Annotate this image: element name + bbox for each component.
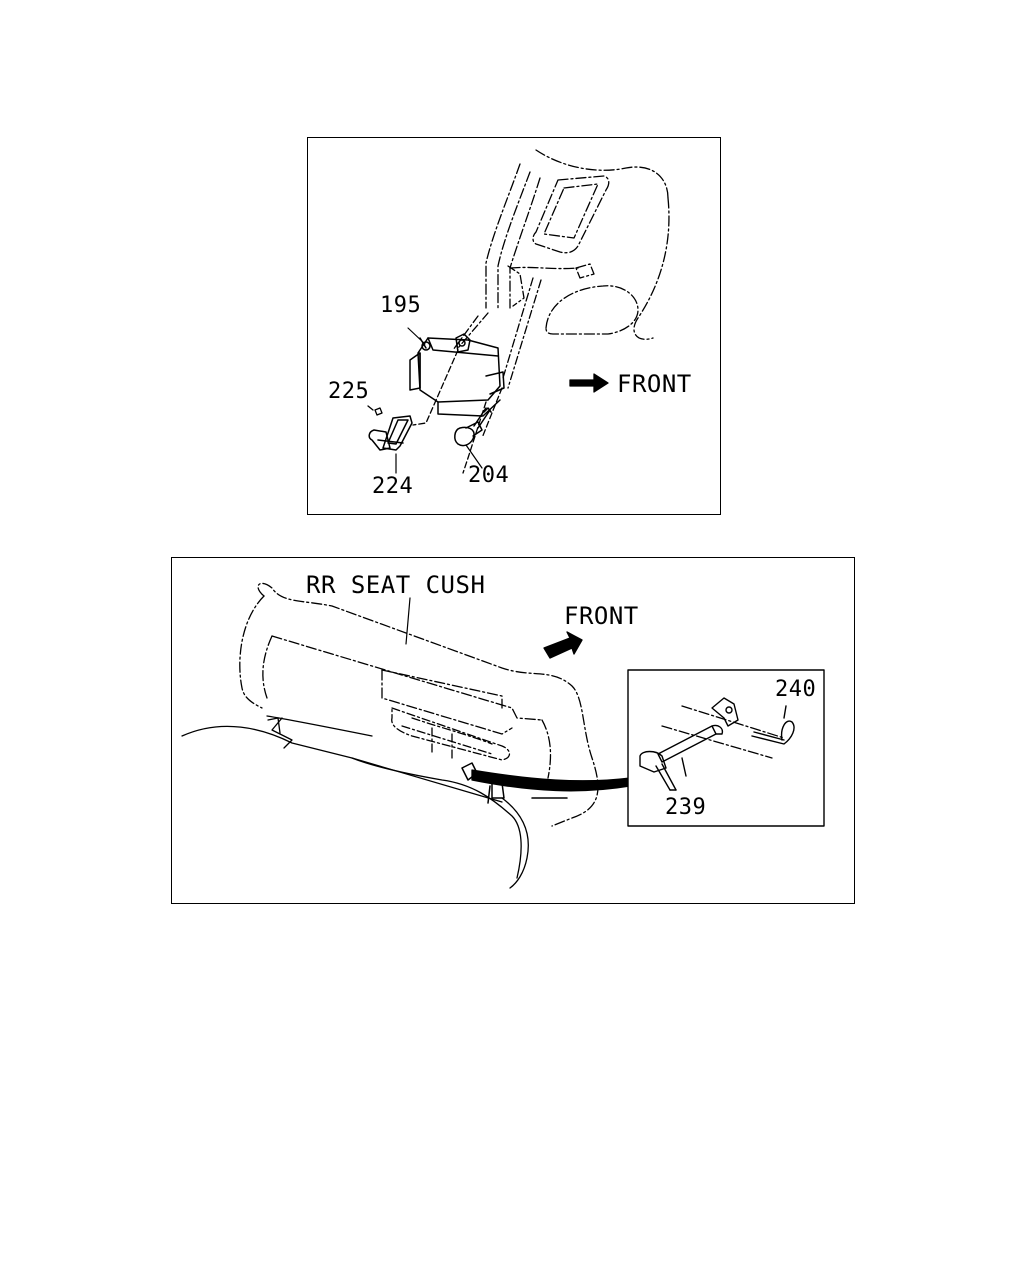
part-label-195: 195 [380, 293, 422, 318]
part-label-204: 204 [468, 463, 510, 488]
front-label-top: FRONT [617, 370, 692, 398]
bottom-diagram-drawing [172, 558, 856, 905]
body-quarter-panel [486, 150, 669, 339]
leader-lines [396, 328, 482, 473]
part-label-225: 225 [328, 379, 370, 404]
callout-swoosh [472, 770, 630, 791]
part-label-239: 239 [665, 795, 707, 820]
front-arrow-icon [570, 374, 608, 392]
handle-239 [640, 725, 722, 790]
seat-back-outline [182, 716, 528, 888]
top-diagram-panel [307, 137, 721, 515]
front-label-bottom: FRONT [564, 602, 639, 630]
part-label-240: 240 [775, 677, 817, 702]
strap-224 [369, 416, 412, 450]
cushion-leader [406, 598, 410, 644]
part-label-224: 224 [372, 474, 414, 499]
rr-seat-cush-label: RR SEAT CUSH [306, 571, 486, 599]
inset-box [628, 670, 824, 826]
seat-cushion-outline [240, 583, 598, 826]
bracket-195 [410, 334, 504, 416]
bracket-icon [712, 698, 738, 726]
clip-225 [368, 406, 382, 415]
quarter-window [533, 176, 609, 253]
strap-leader [413, 350, 502, 473]
seat-slot [392, 708, 510, 760]
pin-240 [752, 706, 794, 744]
front-arrow-icon [544, 632, 582, 658]
wheel-arch [546, 264, 638, 334]
bolt-204 [455, 408, 491, 446]
mounting-lines [453, 266, 541, 388]
inset-dashed-guides [662, 706, 784, 758]
top-diagram-drawing [308, 138, 722, 516]
bottom-diagram-panel [171, 557, 855, 904]
